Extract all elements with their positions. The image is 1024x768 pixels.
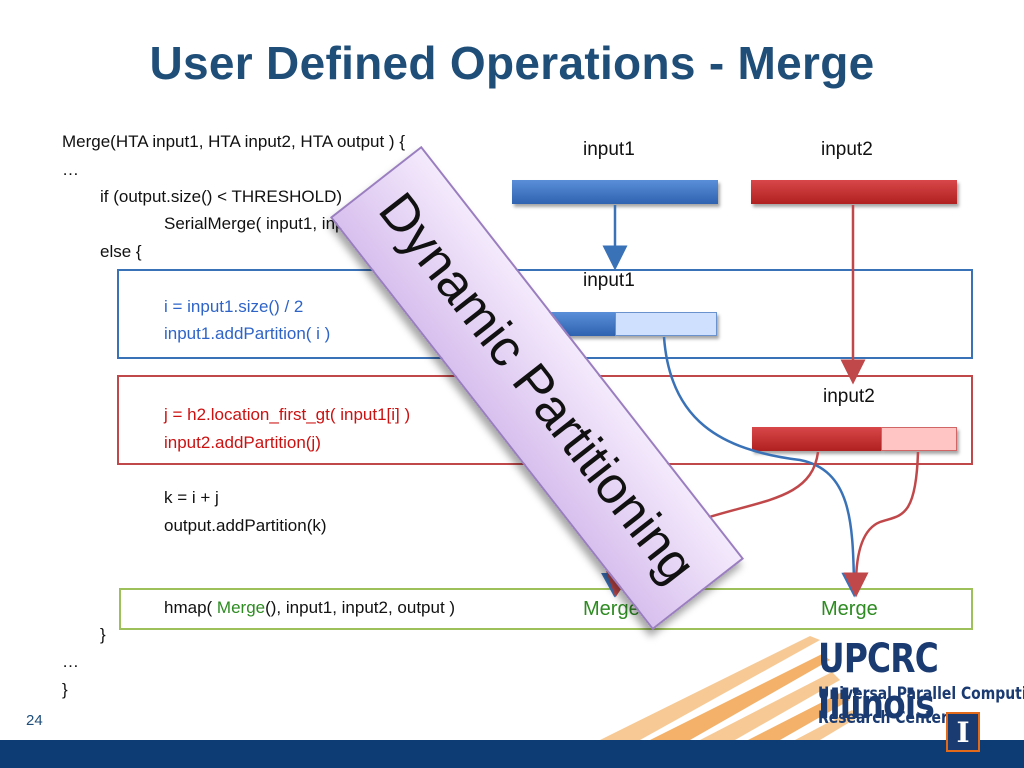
input2-right-partition bbox=[881, 427, 957, 451]
code-line-hmap: hmap( Merge(), input1, input2, output ) bbox=[164, 598, 455, 618]
code-line-if: if (output.size() < THRESHOLD) bbox=[100, 187, 343, 206]
code-line-close-else: } bbox=[100, 625, 106, 644]
input1-array-bar bbox=[512, 180, 718, 204]
code-line-ellipsis: … bbox=[62, 160, 79, 179]
mid-input1-label: input1 bbox=[583, 270, 635, 291]
input2-left-partition bbox=[752, 427, 881, 451]
hmap-box bbox=[119, 588, 973, 630]
top-input1-label: input1 bbox=[583, 139, 635, 160]
code-line-else: else { bbox=[100, 242, 142, 261]
code-line-j: j = h2.location_first_gt( input1[i] ) bbox=[164, 405, 411, 424]
page-number: 24 bbox=[26, 712, 43, 729]
upcrc-logo-line1: Universal Parallel Computing bbox=[818, 684, 1024, 704]
code-line-k: k = i + j bbox=[164, 488, 219, 507]
merge-right-label: Merge bbox=[821, 598, 878, 620]
slide-title: User Defined Operations - Merge bbox=[149, 37, 875, 89]
code-line-i: i = input1.size() / 2 bbox=[164, 297, 304, 316]
code-line-input2-partition: input2.addPartition(j) bbox=[164, 433, 321, 452]
code-line-ellipsis-end: … bbox=[62, 652, 79, 671]
input1-right-partition bbox=[615, 312, 717, 336]
hmap-merge-function: Merge bbox=[216, 598, 266, 617]
upcrc-logo-title: UPCRC Illinois bbox=[818, 636, 939, 728]
code-line-close-fn: } bbox=[62, 680, 68, 699]
top-input2-label: input2 bbox=[821, 139, 873, 160]
code-line-signature: Merge(HTA input1, HTA input2, HTA output… bbox=[62, 132, 405, 151]
upcrc-logo-line2: Research Center bbox=[818, 708, 948, 728]
arrow-input1-right-to-merge bbox=[662, 336, 867, 598]
illinois-i-logo: I bbox=[946, 712, 980, 752]
merge-left-label: Merge bbox=[583, 598, 640, 620]
input2-array-bar bbox=[751, 180, 957, 204]
hmap-suffix: (), input1, input2, output ) bbox=[265, 598, 456, 617]
code-line-input1-partition: input1.addPartition( i ) bbox=[164, 324, 331, 343]
arrow-input2-right-to-merge bbox=[843, 451, 920, 598]
hmap-prefix: hmap( bbox=[164, 598, 217, 617]
footer-band bbox=[0, 740, 1024, 768]
code-line-output-partition: output.addPartition(k) bbox=[164, 516, 327, 535]
mid-input2-label: input2 bbox=[823, 386, 875, 407]
